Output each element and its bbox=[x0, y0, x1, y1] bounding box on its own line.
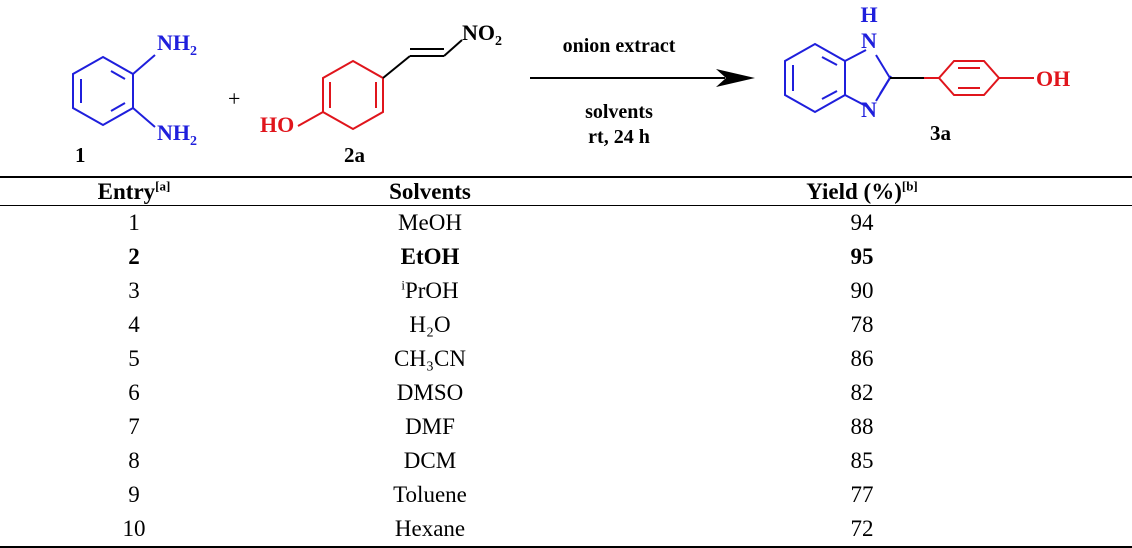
yield-cell: 90 bbox=[850, 278, 874, 303]
entry-cell: 10 bbox=[122, 516, 146, 541]
table-row: 9 Toluene 77 bbox=[0, 478, 1132, 512]
table-row: 3 iPrOH 90 bbox=[0, 274, 1132, 308]
solvent-name: DMSO bbox=[396, 380, 464, 405]
compound-2a-ho: HO bbox=[260, 112, 294, 137]
table-row: 2 EtOH 95 bbox=[0, 240, 1132, 274]
header-solvents: Solvents bbox=[389, 179, 471, 204]
yield-cell: 94 bbox=[850, 210, 874, 235]
solvent-name: PrOH bbox=[404, 278, 459, 303]
arrow-condition-time: rt, 24 h bbox=[588, 126, 650, 148]
table-row: 5 CH₃CN 86 bbox=[0, 342, 1132, 376]
yield-cell: 82 bbox=[850, 380, 874, 405]
table-row: 1 MeOH 94 bbox=[0, 206, 1132, 241]
product-3a-label: 3a bbox=[930, 121, 952, 145]
entry-cell: 8 bbox=[128, 448, 140, 473]
product-3a-nh-n: N bbox=[861, 28, 877, 53]
plus-sign: + bbox=[228, 86, 240, 111]
solvent-cell: EtOH bbox=[268, 240, 592, 274]
product-3a-nh-h: H bbox=[860, 2, 877, 27]
compound-2a-structure bbox=[297, 39, 463, 131]
solvent-cell: H₂O bbox=[268, 308, 592, 342]
yield-cell: 86 bbox=[850, 346, 874, 371]
reaction-arrow-head bbox=[716, 69, 755, 87]
compound-1-nh2-bottom: NH2 bbox=[157, 120, 197, 149]
solvent-cell: iPrOH bbox=[268, 274, 592, 308]
table-row: 10 Hexane 72 bbox=[0, 512, 1132, 547]
solvent-name: DCM bbox=[403, 448, 457, 473]
table-row: 7 DMF 88 bbox=[0, 410, 1132, 444]
entry-cell: 9 bbox=[128, 482, 140, 507]
arrow-condition-above: onion extract bbox=[563, 35, 676, 57]
entry-cell: 1 bbox=[128, 210, 140, 235]
entry-cell: 5 bbox=[128, 346, 140, 371]
solvent-cell: Hexane bbox=[268, 512, 592, 547]
compound-2a-no2: NO2 bbox=[462, 20, 502, 49]
solvent-cell: DCM bbox=[268, 444, 592, 478]
entry-cell: 2 bbox=[128, 244, 140, 269]
solvent-name: EtOH bbox=[400, 244, 460, 269]
solvent-name: Toluene bbox=[393, 482, 467, 507]
solvent-name: Hexane bbox=[394, 516, 466, 541]
reaction-scheme: NH2 NH2 1 + HO NO2 2a onion extract solv… bbox=[72, 2, 1070, 167]
header-yield: Yield (%)[b] bbox=[806, 178, 918, 204]
product-3a-structure bbox=[784, 42, 1034, 114]
solvent-cell: DMSO bbox=[268, 376, 592, 410]
solvent-cell: CH₃CN bbox=[268, 342, 592, 376]
entry-cell: 3 bbox=[128, 278, 140, 303]
compound-1-label: 1 bbox=[75, 143, 86, 167]
yield-cell: 72 bbox=[850, 516, 874, 541]
product-3a-oh: OH bbox=[1036, 66, 1070, 91]
header-entry: Entry[a] bbox=[97, 178, 171, 204]
compound-1-structure bbox=[72, 54, 156, 128]
yield-cell: 85 bbox=[850, 448, 874, 473]
solvent-prefix-superscript: i bbox=[401, 277, 405, 293]
table-row: 8 DCM 85 bbox=[0, 444, 1132, 478]
solvent-cell: Toluene bbox=[268, 478, 592, 512]
table-header-row: Entry[a] Solvents Yield (%)[b] bbox=[0, 177, 1132, 206]
entry-cell: 7 bbox=[128, 414, 140, 439]
yield-cell: 78 bbox=[850, 312, 874, 337]
solvent-name: H₂O bbox=[409, 312, 451, 337]
solvent-name: CH₃CN bbox=[394, 346, 466, 371]
solvent-name: MeOH bbox=[398, 210, 462, 235]
yield-cell: 95 bbox=[850, 244, 874, 269]
compound-1-nh2-top: NH2 bbox=[157, 30, 197, 59]
product-3a-n: N bbox=[861, 97, 877, 122]
yield-cell: 77 bbox=[850, 482, 874, 507]
solvent-name: DMF bbox=[405, 414, 455, 439]
arrow-condition-solvents: solvents bbox=[585, 101, 653, 123]
table-row: 6 DMSO 82 bbox=[0, 376, 1132, 410]
yield-cell: 88 bbox=[850, 414, 874, 439]
compound-2a-label: 2a bbox=[344, 143, 366, 167]
table-row: 4 H₂O 78 bbox=[0, 308, 1132, 342]
entry-cell: 4 bbox=[128, 312, 140, 337]
solvent-cell: DMF bbox=[268, 410, 592, 444]
entry-cell: 6 bbox=[128, 380, 140, 405]
solvent-cell: MeOH bbox=[268, 206, 592, 241]
